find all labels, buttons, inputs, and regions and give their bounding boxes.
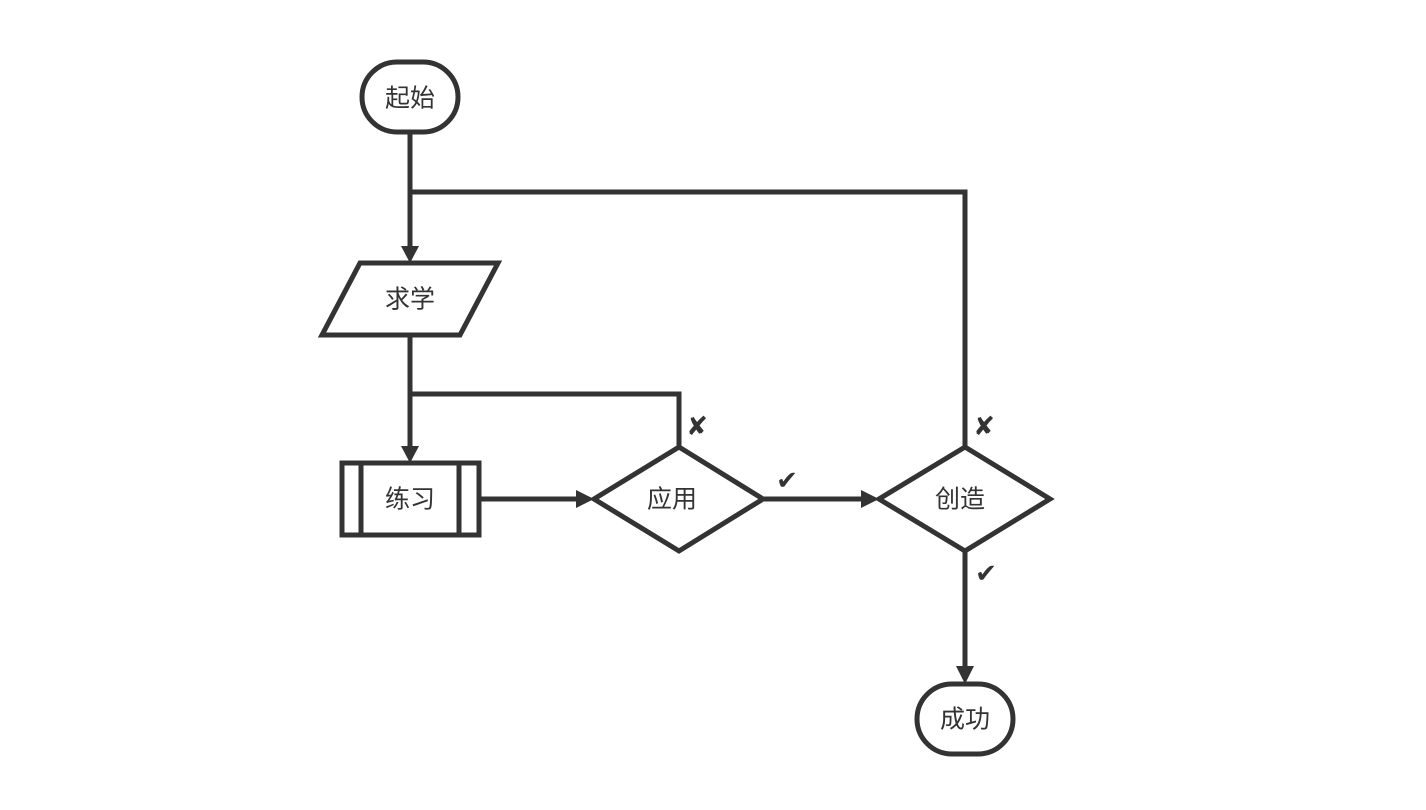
node-success: 成功 bbox=[914, 681, 1016, 757]
arrowhead-create-left bbox=[861, 490, 879, 508]
node-apply: 应用 bbox=[589, 444, 768, 554]
node-practice-label: 练习 bbox=[385, 485, 435, 514]
node-learn-shape bbox=[317, 260, 503, 338]
node-start-shape bbox=[359, 59, 461, 135]
arrowhead-learn-top bbox=[401, 246, 419, 263]
node-success-label: 成功 bbox=[940, 705, 990, 734]
node-practice: 练习 bbox=[339, 460, 482, 538]
arrowhead-practice-top bbox=[401, 446, 419, 463]
node-apply-label: 应用 bbox=[647, 485, 697, 514]
node-learn-label: 求学 bbox=[385, 285, 435, 314]
node-success-shape bbox=[914, 681, 1016, 757]
node-start: 起始 bbox=[359, 59, 461, 135]
node-create-label: 创造 bbox=[935, 485, 985, 514]
arrowhead-success-top bbox=[956, 666, 974, 684]
node-create: 创造 bbox=[874, 444, 1055, 554]
node-learn: 求学 bbox=[317, 260, 503, 338]
edge-apply-to-create-yes-label: ✔ bbox=[776, 466, 798, 496]
edge-apply-loop-no-label: ✘ bbox=[686, 412, 708, 442]
node-practice-shape bbox=[339, 460, 482, 538]
edge-apply-loop-to-practice bbox=[410, 391, 682, 447]
node-apply-shape bbox=[589, 444, 768, 554]
arrowhead-apply-left bbox=[576, 490, 594, 508]
edge-create-to-success-yes-label: ✔ bbox=[975, 559, 997, 589]
node-start-label: 起始 bbox=[385, 84, 435, 113]
edge-create-loop-no-label: ✘ bbox=[973, 412, 995, 442]
node-create-shape bbox=[874, 444, 1055, 554]
edge-create-loop-to-learn bbox=[410, 189, 968, 447]
